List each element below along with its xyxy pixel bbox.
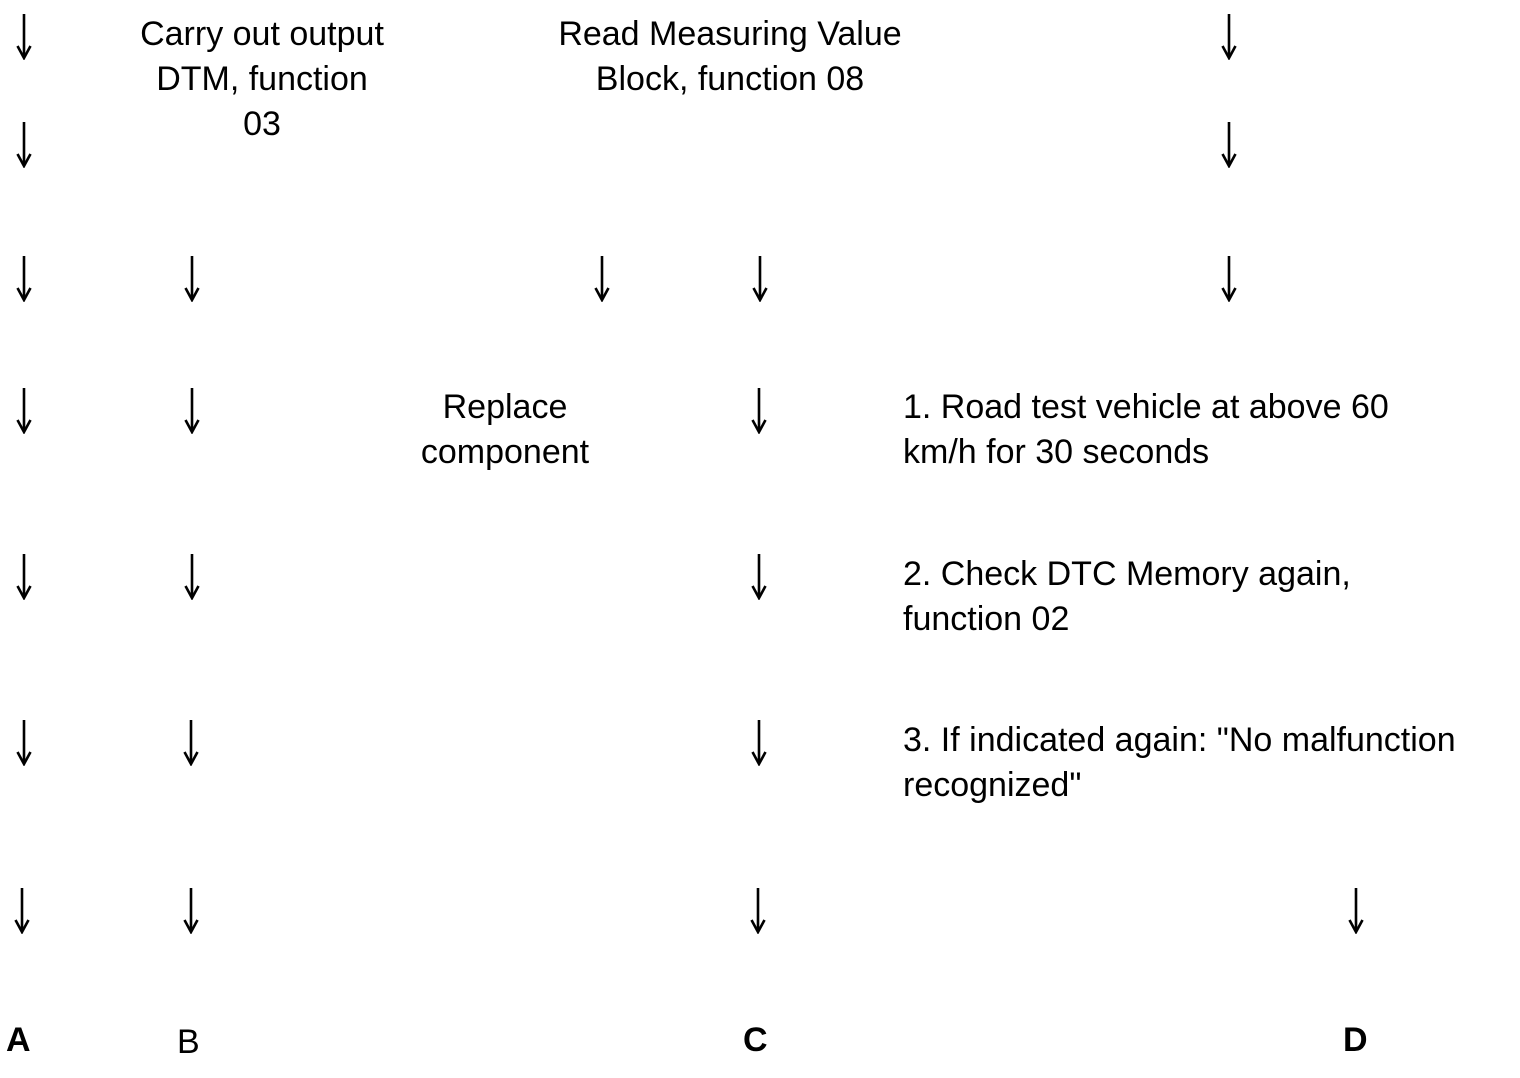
- down-arrow-icon: [14, 12, 34, 60]
- down-arrow-icon: [750, 254, 770, 302]
- path-label-a: A: [6, 1021, 31, 1059]
- down-arrow-icon: [181, 718, 201, 766]
- down-arrow-icon: [749, 718, 769, 766]
- step-check-dtc-memory: 2. Check DTC Memory again, function 02: [903, 555, 1351, 638]
- down-arrow-icon: [1219, 254, 1239, 302]
- read-measuring-value-block-text: Read Measuring Value Block, function 08: [558, 15, 902, 98]
- down-arrow-icon: [14, 120, 34, 168]
- down-arrow-icon: [748, 886, 768, 934]
- down-arrow-icon: [182, 254, 202, 302]
- down-arrow-icon: [181, 886, 201, 934]
- down-arrow-icon: [14, 552, 34, 600]
- down-arrow-icon: [749, 552, 769, 600]
- down-arrow-icon: [12, 886, 32, 934]
- down-arrow-icon: [14, 254, 34, 302]
- down-arrow-icon: [182, 552, 202, 600]
- path-label-c: C: [743, 1021, 768, 1059]
- down-arrow-icon: [749, 386, 769, 434]
- path-label-b: B: [177, 1023, 200, 1061]
- down-arrow-icon: [1346, 886, 1366, 934]
- down-arrow-icon: [1219, 120, 1239, 168]
- down-arrow-icon: [14, 718, 34, 766]
- step-if-indicated-again: 3. If indicated again: "No malfunction r…: [903, 721, 1456, 804]
- down-arrow-icon: [182, 386, 202, 434]
- output-dtm-text: Carry out output DTM, function 03: [140, 15, 384, 143]
- step-road-test: 1. Road test vehicle at above 60 km/h fo…: [903, 388, 1389, 471]
- down-arrow-icon: [14, 386, 34, 434]
- down-arrow-icon: [592, 254, 612, 302]
- path-label-d: D: [1343, 1021, 1368, 1059]
- down-arrow-icon: [1219, 12, 1239, 60]
- replace-component-text: Replace component: [420, 388, 590, 471]
